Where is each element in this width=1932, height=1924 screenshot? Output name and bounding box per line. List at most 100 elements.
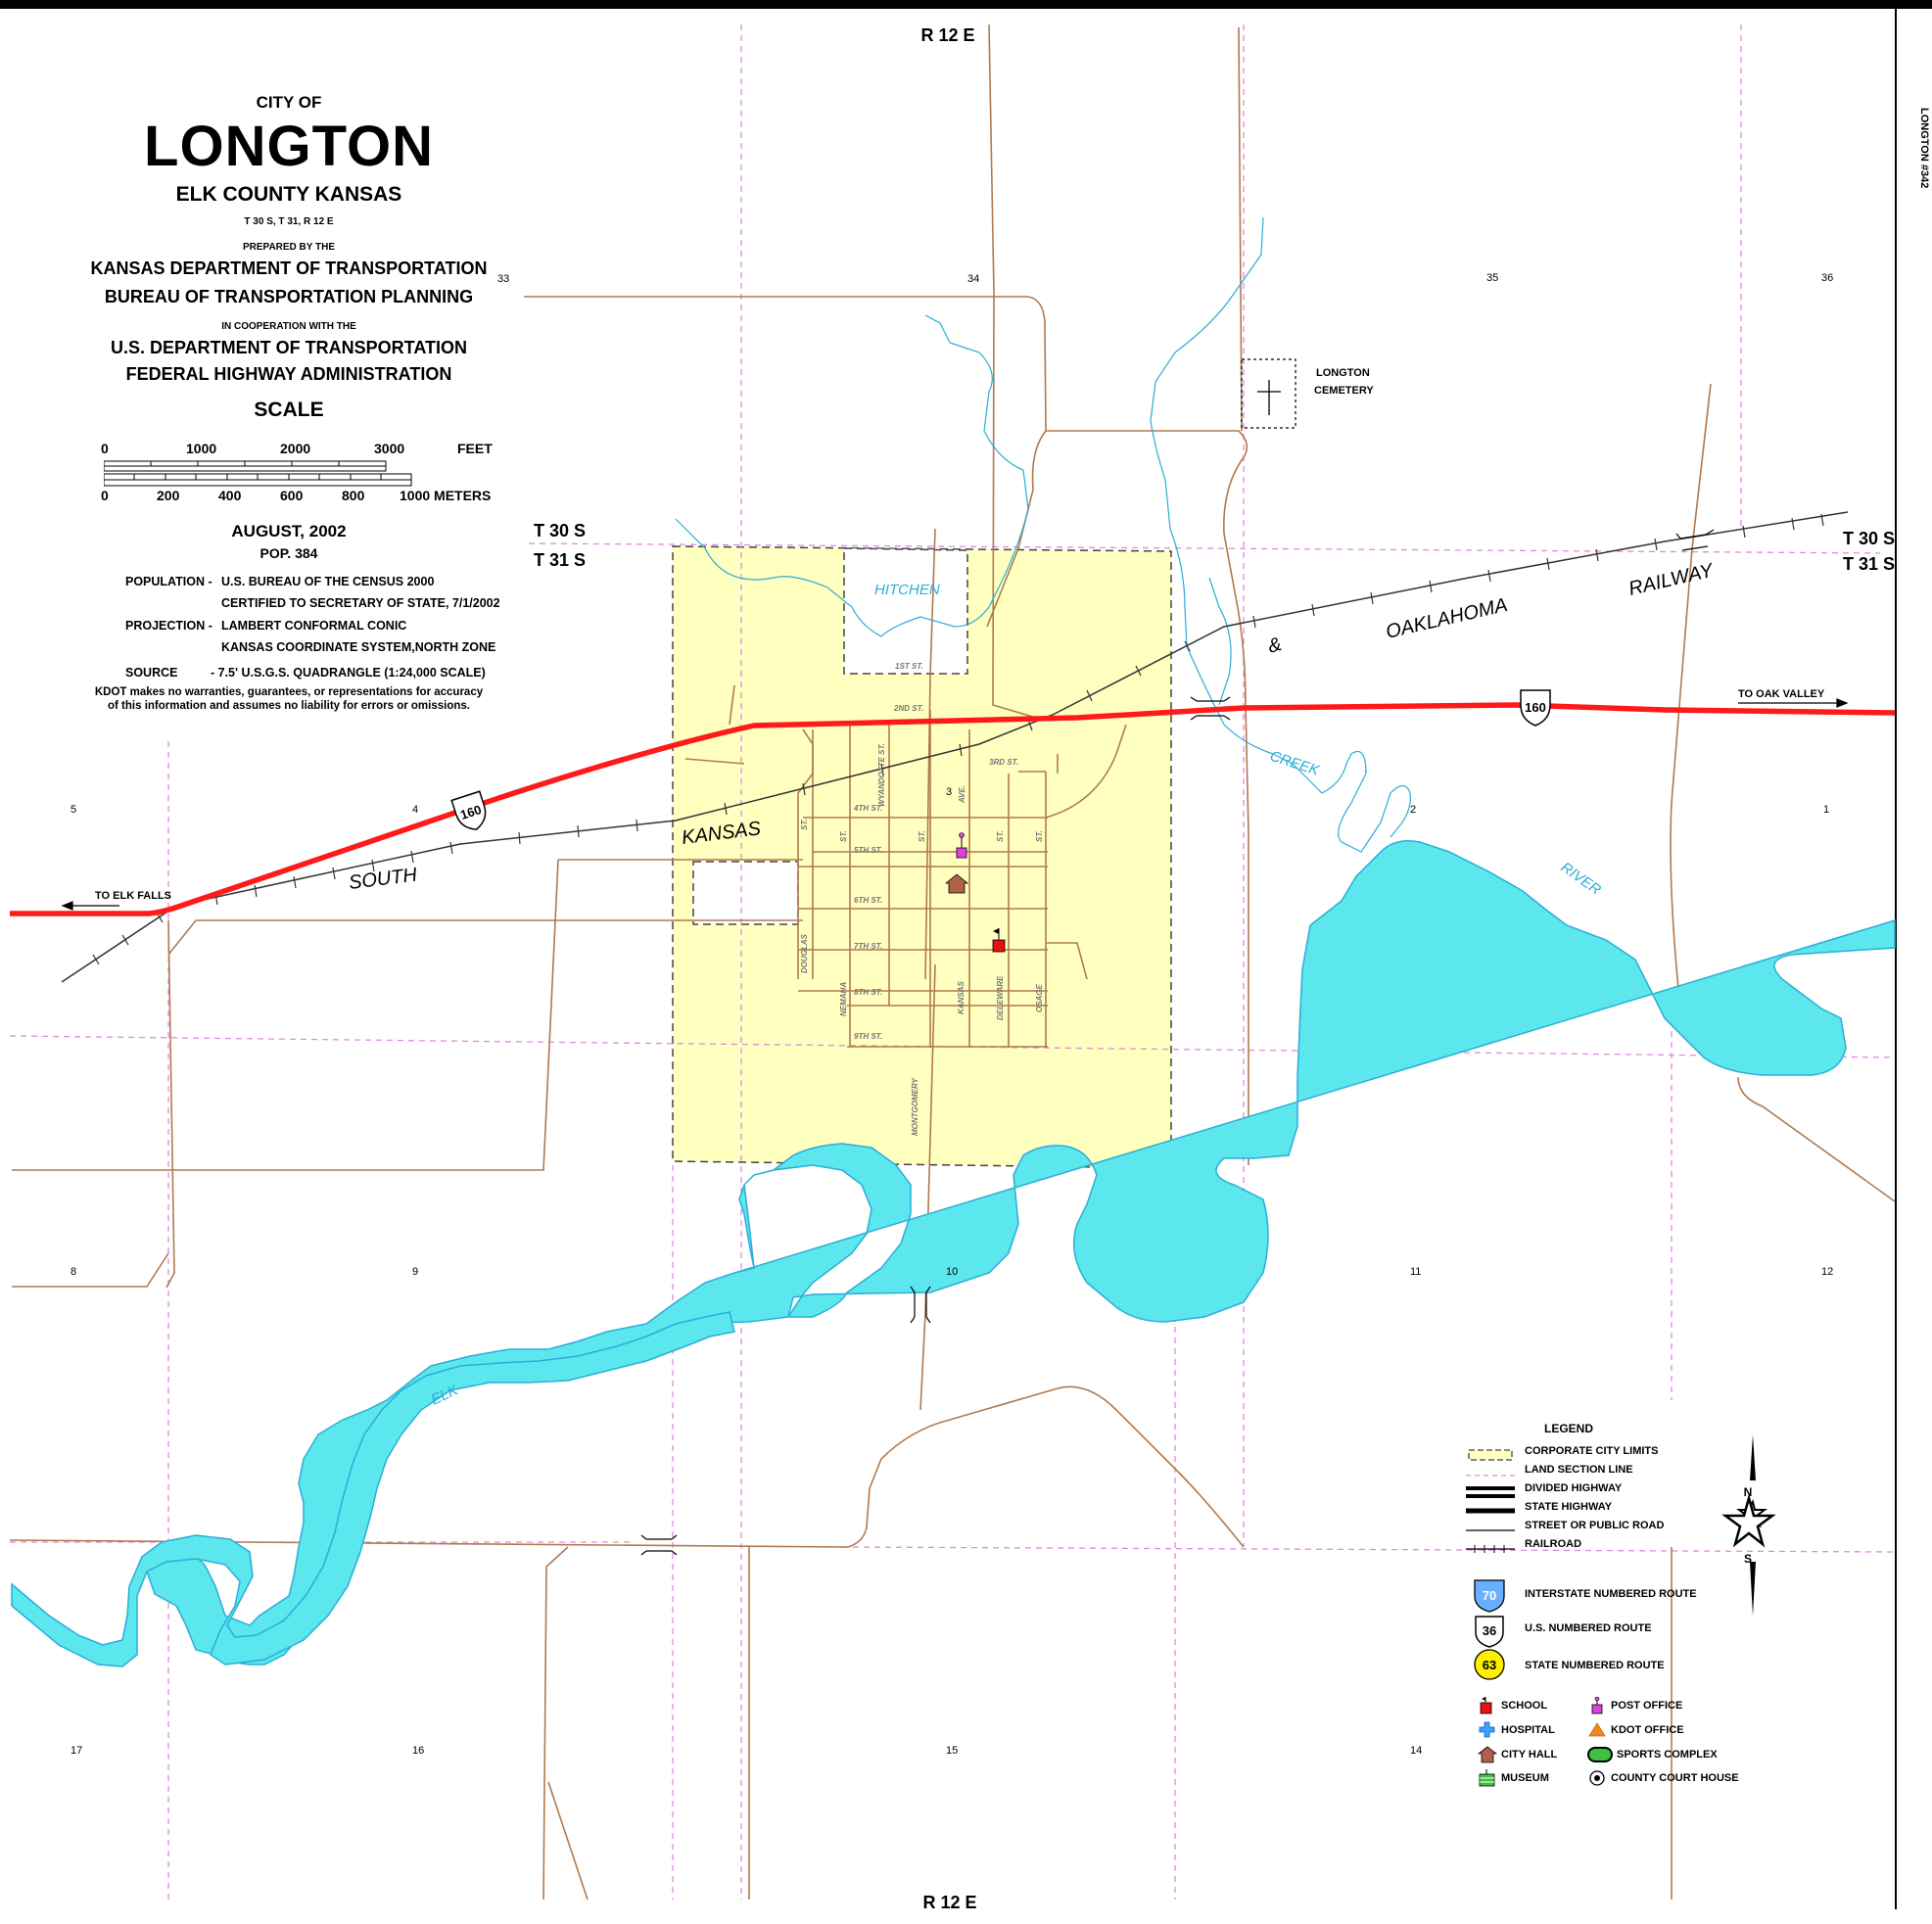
- range-label-top: R 12 E: [920, 25, 974, 45]
- water-label-river: RIVER: [1558, 859, 1604, 898]
- meta-value: - 7.5' U.S.G.S. QUADRANGLE (1:24,000 SCA…: [211, 666, 486, 680]
- section-35: 35: [1486, 272, 1498, 284]
- legend-label: SCHOOL: [1501, 1700, 1548, 1712]
- rail-label-railway: RAILWAY: [1626, 559, 1717, 599]
- street-label-nemaha: NEMAHA: [839, 982, 848, 1016]
- us-route-shield-160-east: 160: [1520, 689, 1551, 727]
- title-panel: CITY OF LONGTON ELK COUNTY KANSAS T 30 S…: [59, 93, 519, 422]
- street-label-douglas: DOUGLAS: [800, 933, 809, 973]
- legend-label: RAILROAD: [1525, 1538, 1582, 1550]
- city-name: LONGTON: [144, 114, 434, 178]
- section-15: 15: [946, 1745, 958, 1757]
- scale-m-800: 800: [342, 488, 365, 503]
- legend-label: COUNTY COURT HOUSE: [1611, 1772, 1739, 1784]
- prepared-by: PREPARED BY THE: [242, 241, 336, 253]
- legend-label: KDOT OFFICE: [1611, 1724, 1684, 1736]
- state-route-circle-icon: 63: [1474, 1649, 1505, 1680]
- section-14: 14: [1410, 1745, 1422, 1757]
- township-range: T 30 S, T 31, R 12 E: [244, 216, 334, 228]
- legend-label: INTERSTATE NUMBERED ROUTE: [1525, 1588, 1697, 1600]
- school-icon: [992, 928, 1006, 953]
- section-2: 2: [1410, 804, 1416, 816]
- legend-label: SPORTS COMPLEX: [1617, 1749, 1718, 1760]
- meta-key: PROJECTION -: [125, 619, 212, 633]
- legend: LEGEND CORPORATE CITY LIMITS LAND SECTIO…: [1464, 1418, 1875, 1790]
- street-label-deleware: DELEWARE: [996, 975, 1005, 1020]
- us-route-shield-icon: 36: [1475, 1616, 1504, 1648]
- longton-cemetery: [1241, 358, 1296, 429]
- highway-160: [10, 702, 1896, 916]
- legend-label: STATE NUMBERED ROUTE: [1525, 1660, 1665, 1671]
- side-map-number: LONGTON #342: [1918, 108, 1930, 188]
- interstate-shield-icon: 70: [1474, 1579, 1505, 1613]
- org-bureau: BUREAU OF TRANSPORTATION PLANNING: [104, 287, 474, 307]
- scale-feet-3000: 3000: [374, 441, 405, 456]
- disclaimer-line-1: KDOT makes no warranties, guarantees, or…: [94, 686, 484, 698]
- street-label-st-e: ST.: [1035, 830, 1044, 842]
- street-label-st-d: ST.: [996, 830, 1005, 842]
- range-label-bottom: R 12 E: [922, 1893, 976, 1912]
- city-of-label: CITY OF: [256, 93, 322, 112]
- court-house-icon: [1589, 1770, 1605, 1786]
- compass-s: S: [1744, 1552, 1752, 1566]
- section-4: 4: [412, 804, 418, 816]
- street-label-st-b: ST.: [839, 830, 848, 842]
- elk-river: [11, 840, 1896, 1667]
- street-label-montgomery: MONTGOMERY: [911, 1077, 919, 1136]
- street-label-wyandotte: WYANDOTTE ST.: [877, 743, 886, 807]
- cemetery-label-1: LONGTON: [1316, 367, 1370, 379]
- legend-label: MUSEUM: [1501, 1772, 1549, 1784]
- section-10: 10: [946, 1266, 958, 1278]
- disclaimer-line-2: of this information and assumes no liabi…: [108, 700, 470, 713]
- street-label-ave: AVE.: [958, 785, 966, 804]
- street-label-6th: 6TH ST.: [854, 896, 882, 905]
- compass-rose: N S: [1721, 1434, 1776, 1616]
- legend-label: STREET OR PUBLIC ROAD: [1525, 1520, 1665, 1531]
- water-label-creek: CREEK: [1268, 748, 1322, 779]
- section-5: 5: [71, 804, 76, 816]
- org-kdot: KANSAS DEPARTMENT OF TRANSPORTATION: [90, 258, 488, 279]
- scale-m-unit: 1000 METERS: [400, 488, 492, 503]
- section-36: 36: [1821, 272, 1833, 284]
- section-8: 8: [71, 1266, 76, 1278]
- legend-label: CORPORATE CITY LIMITS: [1525, 1445, 1659, 1457]
- section-3: 3: [946, 786, 952, 798]
- town-streets: [684, 528, 1127, 1048]
- legend-label: CITY HALL: [1501, 1749, 1558, 1760]
- section-9: 9: [412, 1266, 418, 1278]
- street-label-1st: 1ST ST.: [895, 662, 923, 671]
- county-label: ELK COUNTY KANSAS: [175, 183, 402, 207]
- street-label-st-a: ST.: [800, 819, 809, 830]
- scale-m-600: 600: [280, 488, 304, 503]
- street-label-2nd: 2ND ST.: [893, 704, 923, 713]
- direction-arrows: [61, 698, 1849, 911]
- scale-feet-0: 0: [101, 441, 109, 456]
- legend-label: LAND SECTION LINE: [1525, 1464, 1633, 1476]
- section-34: 34: [967, 273, 979, 285]
- section-17: 17: [71, 1745, 82, 1757]
- org-fhwa: FEDERAL HIGHWAY ADMINISTRATION: [125, 363, 452, 384]
- population: POP. 384: [259, 544, 318, 561]
- cooperation: IN COOPERATION WITH THE: [221, 320, 356, 332]
- street-label-osage: OSAGE: [1035, 983, 1044, 1012]
- kdot-office-icon: [1588, 1722, 1606, 1737]
- route-160-label-east: 160: [1525, 700, 1546, 715]
- township-31-left: T 31 S: [534, 550, 586, 570]
- street-label-7th: 7TH ST.: [854, 942, 882, 951]
- museum-icon: [1479, 1769, 1495, 1787]
- scale-m-200: 200: [157, 488, 180, 503]
- frame-top-border: [0, 0, 1932, 9]
- township-30-left: T 30 S: [534, 521, 586, 540]
- hospital-icon: [1479, 1721, 1495, 1738]
- section-33: 33: [497, 273, 509, 285]
- township-31-right: T 31 S: [1843, 554, 1895, 574]
- city-hall-icon: [944, 873, 969, 894]
- street-label-4th: 4TH ST.: [853, 804, 882, 813]
- compass-n: N: [1744, 1485, 1753, 1499]
- street-label-st-c: ST.: [918, 830, 926, 842]
- us-route-shield-160-west: 160: [450, 790, 487, 830]
- city-hall-icon: [1478, 1746, 1497, 1763]
- township-30-right: T 30 S: [1843, 529, 1895, 548]
- creek-hitchen: [675, 216, 1411, 853]
- meta-value: CERTIFIED TO SECRETARY OF STATE, 7/1/200…: [221, 596, 500, 610]
